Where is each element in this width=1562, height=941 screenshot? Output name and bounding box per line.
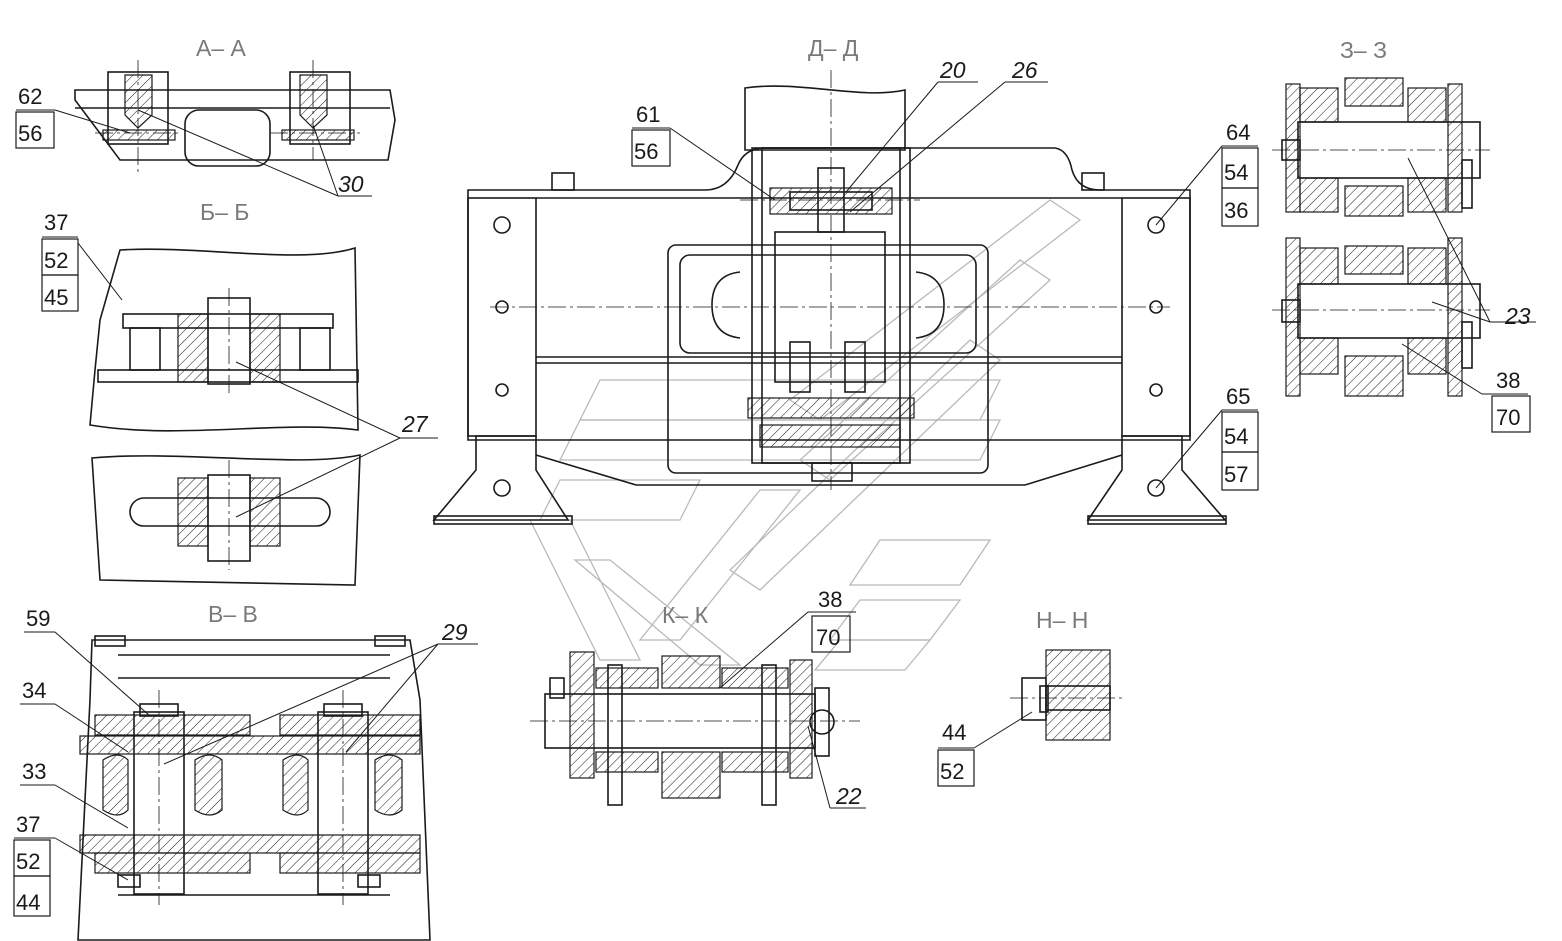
callout-64: 64 <box>1226 120 1250 145</box>
callout-38-70-zz: 38 70 <box>1491 368 1531 433</box>
section-zz: З– З <box>1272 37 1536 397</box>
section-dd: Д– Д <box>432 35 1227 525</box>
callout-33: 33 <box>22 759 46 784</box>
callout-30: 30 <box>338 171 364 197</box>
callout-70-kk: 70 <box>816 625 840 650</box>
section-kk: К– К <box>530 602 866 809</box>
section-kk-title: К– К <box>662 602 709 628</box>
callout-52-bottom: 52 <box>16 849 40 874</box>
callout-36: 36 <box>1224 198 1248 223</box>
callout-56-dd: 56 <box>634 139 658 164</box>
section-bb: Б– Б <box>77 199 438 586</box>
section-vv: В– В <box>54 601 478 941</box>
callout-65-54-57: 65 54 57 <box>1221 384 1259 491</box>
callout-59: 59 <box>26 606 50 631</box>
callout-44: 44 <box>16 890 40 915</box>
callout-20: 20 <box>939 57 966 83</box>
callout-34: 34 <box>22 678 46 703</box>
callout-57: 57 <box>1224 462 1248 487</box>
callout-65: 65 <box>1226 384 1250 409</box>
section-aa: А– А <box>54 35 396 197</box>
callout-23: 23 <box>1504 303 1531 329</box>
callout-38-kk: 38 <box>818 587 842 612</box>
callout-52-nn: 52 <box>940 759 964 784</box>
callout-38-zz: 38 <box>1496 368 1520 393</box>
callout-61: 61 <box>636 102 660 127</box>
callout-22: 22 <box>835 783 862 809</box>
section-bb-title: Б– Б <box>200 199 249 225</box>
callout-45: 45 <box>44 285 68 310</box>
callout-38-70-kk: 38 70 <box>811 587 851 653</box>
callout-70-zz: 70 <box>1496 405 1520 430</box>
callout-26: 26 <box>1011 57 1038 83</box>
callout-37-52-44: 37 52 44 <box>13 812 55 917</box>
callout-27: 27 <box>401 411 429 437</box>
callout-61-56: 61 56 <box>631 102 671 167</box>
callout-44-nn: 44 <box>942 720 966 745</box>
callout-52-top: 52 <box>44 248 68 273</box>
callout-29: 29 <box>441 619 468 645</box>
callout-64-54-36: 64 54 36 <box>1221 120 1259 227</box>
callout-37-52-45: 37 52 45 <box>41 210 79 312</box>
callout-54-bottom: 54 <box>1224 424 1248 449</box>
callout-54-top: 54 <box>1224 160 1248 185</box>
section-nn: Н– Н <box>973 607 1125 749</box>
section-nn-title: Н– Н <box>1036 607 1088 633</box>
callout-37-bottom: 37 <box>16 812 40 837</box>
section-dd-title: Д– Д <box>808 35 859 61</box>
callout-37-top: 37 <box>44 210 68 235</box>
section-zz-title: З– З <box>1340 37 1387 63</box>
callout-62: 62 <box>18 84 42 109</box>
callout-62-56: 62 56 <box>15 84 55 149</box>
callout-56: 56 <box>18 121 42 146</box>
section-aa-title: А– А <box>196 35 247 61</box>
callout-44-52-nn: 44 52 <box>937 720 975 787</box>
section-vv-title: В– В <box>208 601 258 627</box>
